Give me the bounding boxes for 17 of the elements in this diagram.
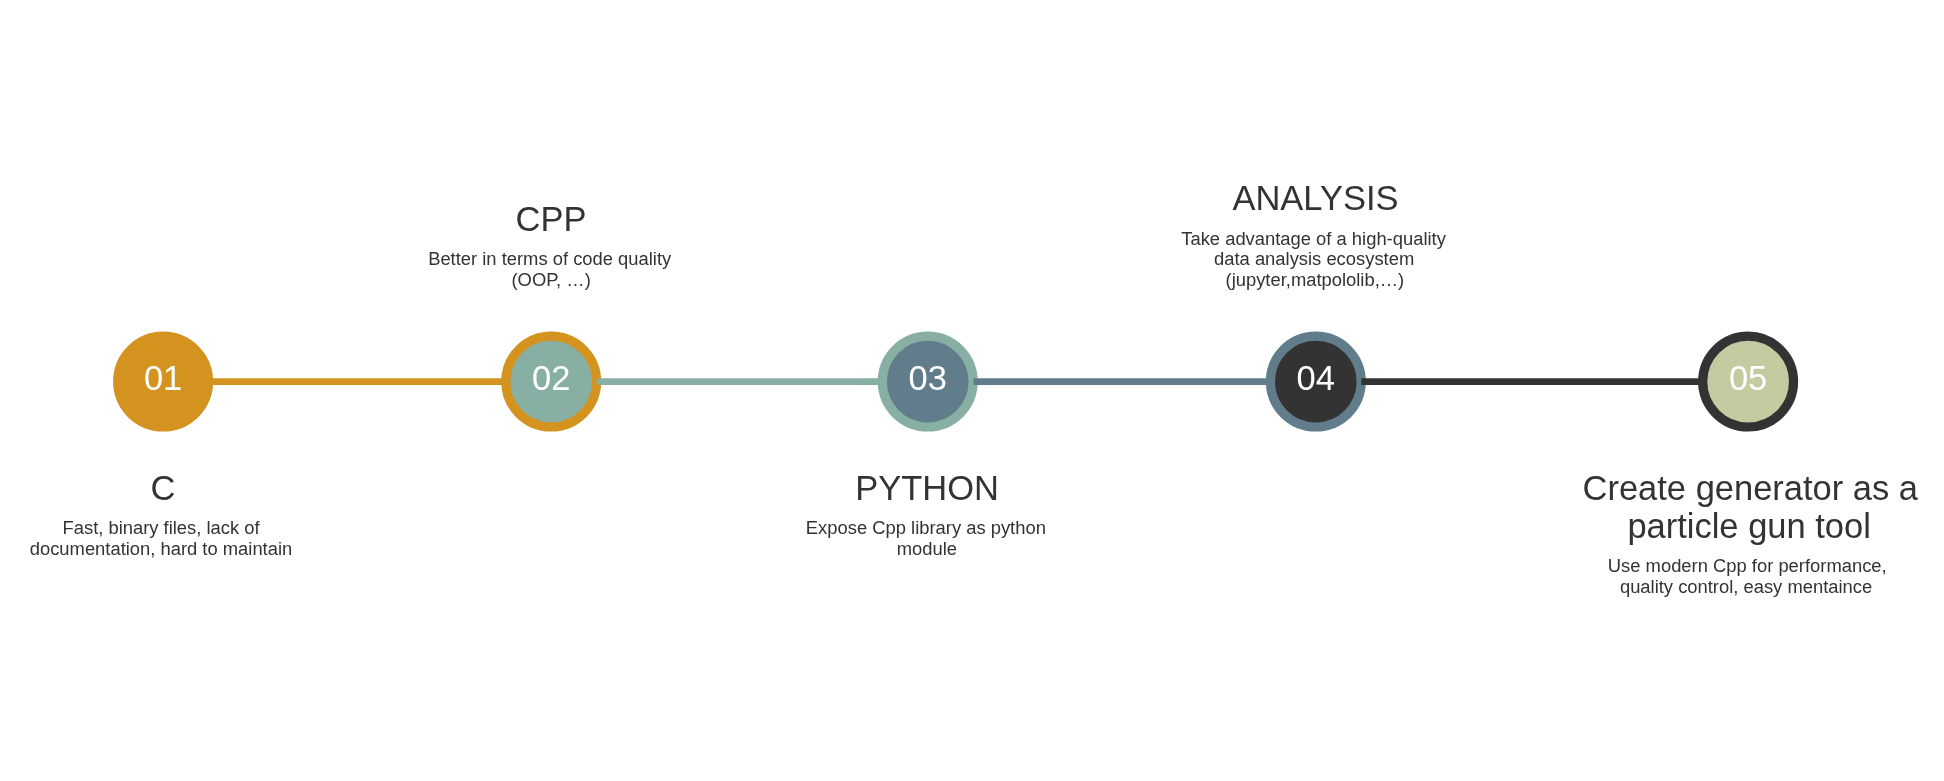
node-label: ANALYSIS bbox=[1232, 179, 1399, 218]
connector bbox=[208, 378, 506, 386]
node-circle: 03 bbox=[877, 331, 978, 432]
node-circle: 04 bbox=[1265, 331, 1366, 432]
node-label: Fast, binary files, lack of documentation, hard to maintain bbox=[29, 517, 293, 559]
node-circle: 01 bbox=[113, 331, 214, 432]
node-circle: 02 bbox=[501, 331, 602, 432]
connector bbox=[1361, 378, 1703, 386]
node-label: Expose Cpp library as python module bbox=[805, 517, 1046, 559]
node-label: CPP bbox=[515, 199, 587, 238]
node-circle: 05 bbox=[1698, 331, 1799, 432]
node-label: Better in terms of code quality (OOP, …) bbox=[428, 248, 672, 290]
node-label: Take advantage of a high-quality data analysis ecosystem (jupyter,matpololib,…) bbox=[1181, 227, 1446, 290]
node-label: Create generator as a particle gun tool bbox=[1582, 469, 1919, 545]
node-label: PYTHON bbox=[855, 469, 999, 508]
node-label: C bbox=[150, 469, 176, 508]
node-label: Use modern Cpp for performance, quality control, easy mentaince bbox=[1607, 555, 1887, 597]
